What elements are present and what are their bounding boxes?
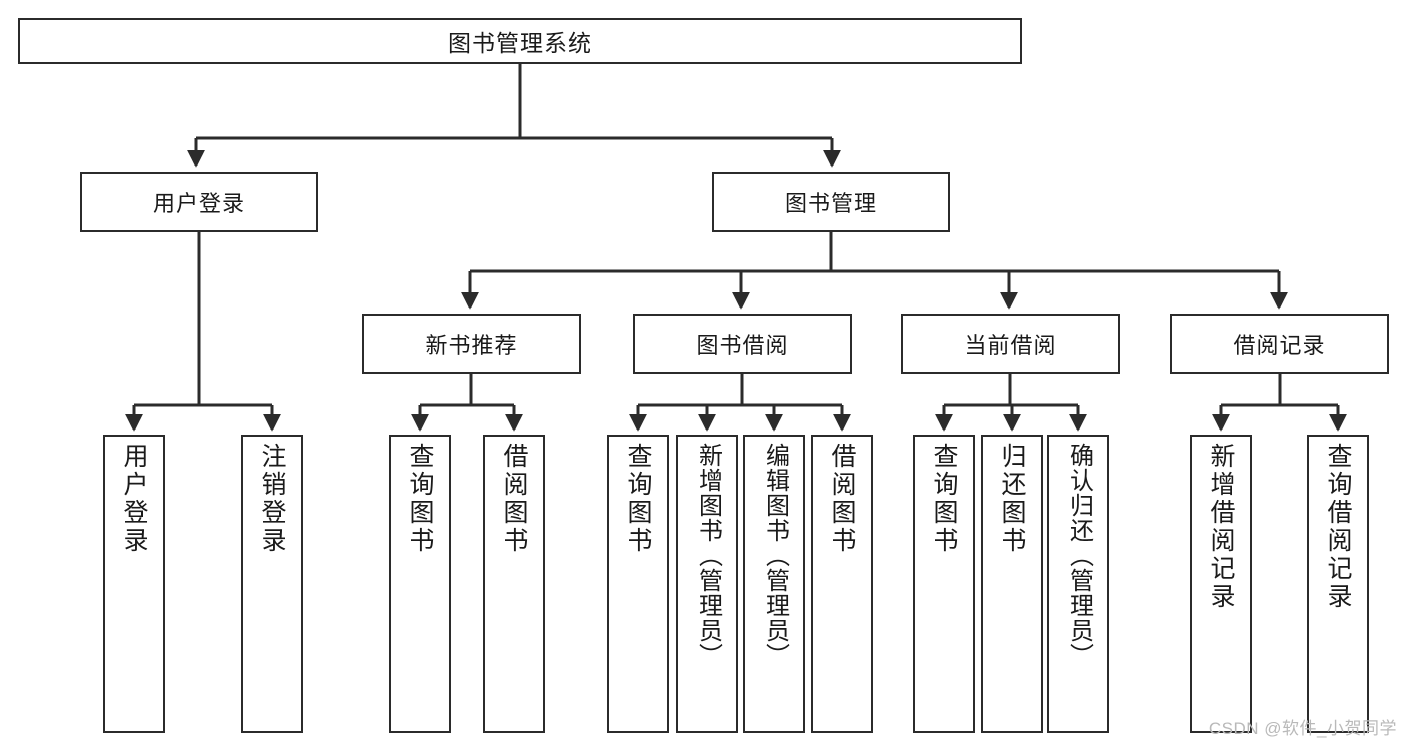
leaf-borrow-book[interactable]: 借阅图书 [811,435,873,733]
leaf-label: 确认归还（管理员） [1065,443,1093,668]
node-book-management-label: 图书管理 [784,191,877,216]
leaf-query-borrow-record[interactable]: 查询借阅记录 [1307,435,1369,733]
node-current-borrow[interactable]: 当前借阅 [901,314,1120,374]
leaf-return-book[interactable]: 归还图书 [981,435,1043,733]
node-book-borrow-label: 图书借阅 [696,333,789,358]
leaf-user-login[interactable]: 用户登录 [103,435,165,733]
leaf-label: 查询图书 [930,443,958,555]
node-root-label: 图书管理系统 [448,30,592,56]
leaf-query-book-current[interactable]: 查询图书 [913,435,975,733]
leaf-add-borrow-record[interactable]: 新增借阅记录 [1190,435,1252,733]
leaf-label: 查询图书 [406,443,434,555]
node-user-login[interactable]: 用户登录 [80,172,318,232]
leaf-label: 归还图书 [998,443,1026,555]
leaf-label: 注销登录 [258,443,286,555]
node-current-borrow-label: 当前借阅 [964,333,1057,358]
leaf-label: 查询图书 [624,443,652,555]
leaf-label: 借阅图书 [500,443,528,555]
node-user-login-label: 用户登录 [152,191,245,216]
node-borrow-record[interactable]: 借阅记录 [1170,314,1389,374]
leaf-label: 新增借阅记录 [1207,443,1235,611]
watermark: CSDN @软件_小贺同学 [1208,719,1397,738]
leaf-query-book-borrow[interactable]: 查询图书 [607,435,669,733]
leaf-add-book-admin[interactable]: 新增图书（管理员） [676,435,738,733]
node-new-book-recommend-label: 新书推荐 [425,333,518,358]
node-book-borrow[interactable]: 图书借阅 [633,314,852,374]
leaf-label: 查询借阅记录 [1324,443,1352,611]
node-borrow-record-label: 借阅记录 [1233,333,1326,358]
leaf-logout-login[interactable]: 注销登录 [241,435,303,733]
node-root[interactable]: 图书管理系统 [18,18,1022,64]
leaf-label: 借阅图书 [828,443,856,555]
leaf-edit-book-admin[interactable]: 编辑图书（管理员） [743,435,805,733]
leaf-borrow-book-newbook[interactable]: 借阅图书 [483,435,545,733]
leaf-confirm-return-admin[interactable]: 确认归还（管理员） [1047,435,1109,733]
node-new-book-recommend[interactable]: 新书推荐 [362,314,581,374]
leaf-label: 编辑图书（管理员） [761,443,789,668]
leaf-label: 新增图书（管理员） [694,443,722,668]
leaf-label: 用户登录 [120,443,148,555]
leaf-query-book-newbook[interactable]: 查询图书 [389,435,451,733]
node-book-management[interactable]: 图书管理 [712,172,950,232]
